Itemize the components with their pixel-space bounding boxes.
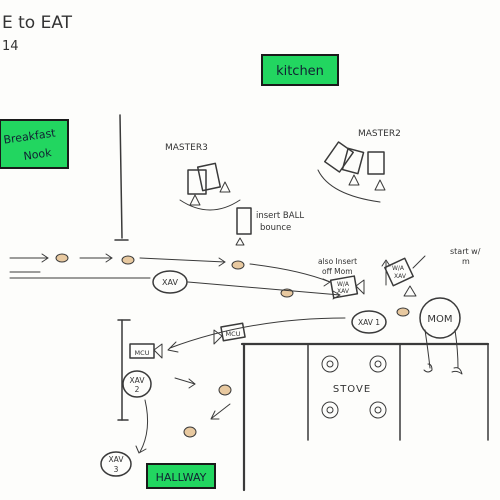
start-with-label: start w/ [450, 247, 481, 256]
svg-text:XAV: XAV [109, 455, 125, 464]
start-with-label-2: m [462, 257, 470, 266]
svg-text:Nook: Nook [23, 146, 53, 163]
xav-2-paths [135, 377, 231, 454]
svg-text:XAV: XAV [130, 376, 146, 385]
ball-path-top [9, 253, 331, 287]
stove-burners [321, 355, 387, 419]
svg-text:3: 3 [114, 465, 119, 474]
ball [218, 384, 232, 396]
balls [55, 253, 410, 438]
mcu-camera-icon-2: MCU [129, 343, 163, 359]
svg-text:2: 2 [135, 385, 140, 394]
svg-text:XAV: XAV [394, 273, 407, 280]
also-insert-label-2: off Mom [322, 267, 353, 276]
kitchen-label: kitchen [261, 54, 339, 86]
xav-return-path [167, 317, 346, 353]
xav-3-marker: XAV 3 [100, 451, 132, 477]
master2-camera-icon [317, 141, 386, 203]
svg-text:XAV: XAV [337, 288, 350, 295]
wall-lower [117, 319, 131, 421]
svg-text:W/A: W/A [337, 281, 350, 288]
svg-text:MCU: MCU [226, 330, 241, 338]
mcu-camera-icon-1: MCU [213, 322, 246, 345]
svg-text:MOM: MOM [427, 314, 452, 325]
page-subtitle: 14 [2, 39, 19, 54]
xav-2-marker: XAV 2 [122, 370, 152, 398]
svg-text:XAV: XAV [162, 278, 178, 287]
mom-camera-icon: W/A XAV [381, 255, 426, 297]
svg-text:MCU: MCU [135, 349, 150, 357]
page-title: E to EAT [2, 13, 73, 33]
ball [231, 260, 245, 270]
counter-wall [240, 342, 490, 492]
also-insert-label: also Insert [318, 257, 357, 266]
master2-label: MASTER2 [358, 129, 401, 139]
breakfast-nook-label: Breakfast Nook [0, 119, 69, 169]
ball [396, 307, 410, 317]
mom-character: MOM [419, 297, 463, 375]
insert-ball-label: insert BALL [256, 211, 304, 221]
xav-1-marker: XAV [152, 270, 188, 294]
wa-xav-camera-icon: W/A XAV [329, 275, 365, 299]
ball [55, 253, 69, 263]
stove-label: STOVE [333, 384, 371, 395]
svg-text:HALLWAY: HALLWAY [156, 471, 207, 484]
ball [183, 426, 197, 438]
insert-ball-label-2: bounce [260, 223, 291, 233]
svg-text:W/A: W/A [392, 265, 405, 272]
master3-label: MASTER3 [165, 143, 208, 153]
ball [121, 255, 135, 265]
master3-camera-icon [179, 162, 241, 211]
svg-text:XAV 1: XAV 1 [358, 318, 380, 327]
xav-1b-marker: XAV 1 [351, 310, 387, 334]
svg-text:kitchen: kitchen [276, 64, 324, 79]
hallway-label: HALLWAY [146, 463, 216, 489]
insert-ball-camera-icon [235, 207, 252, 246]
wall-upper [114, 114, 129, 241]
